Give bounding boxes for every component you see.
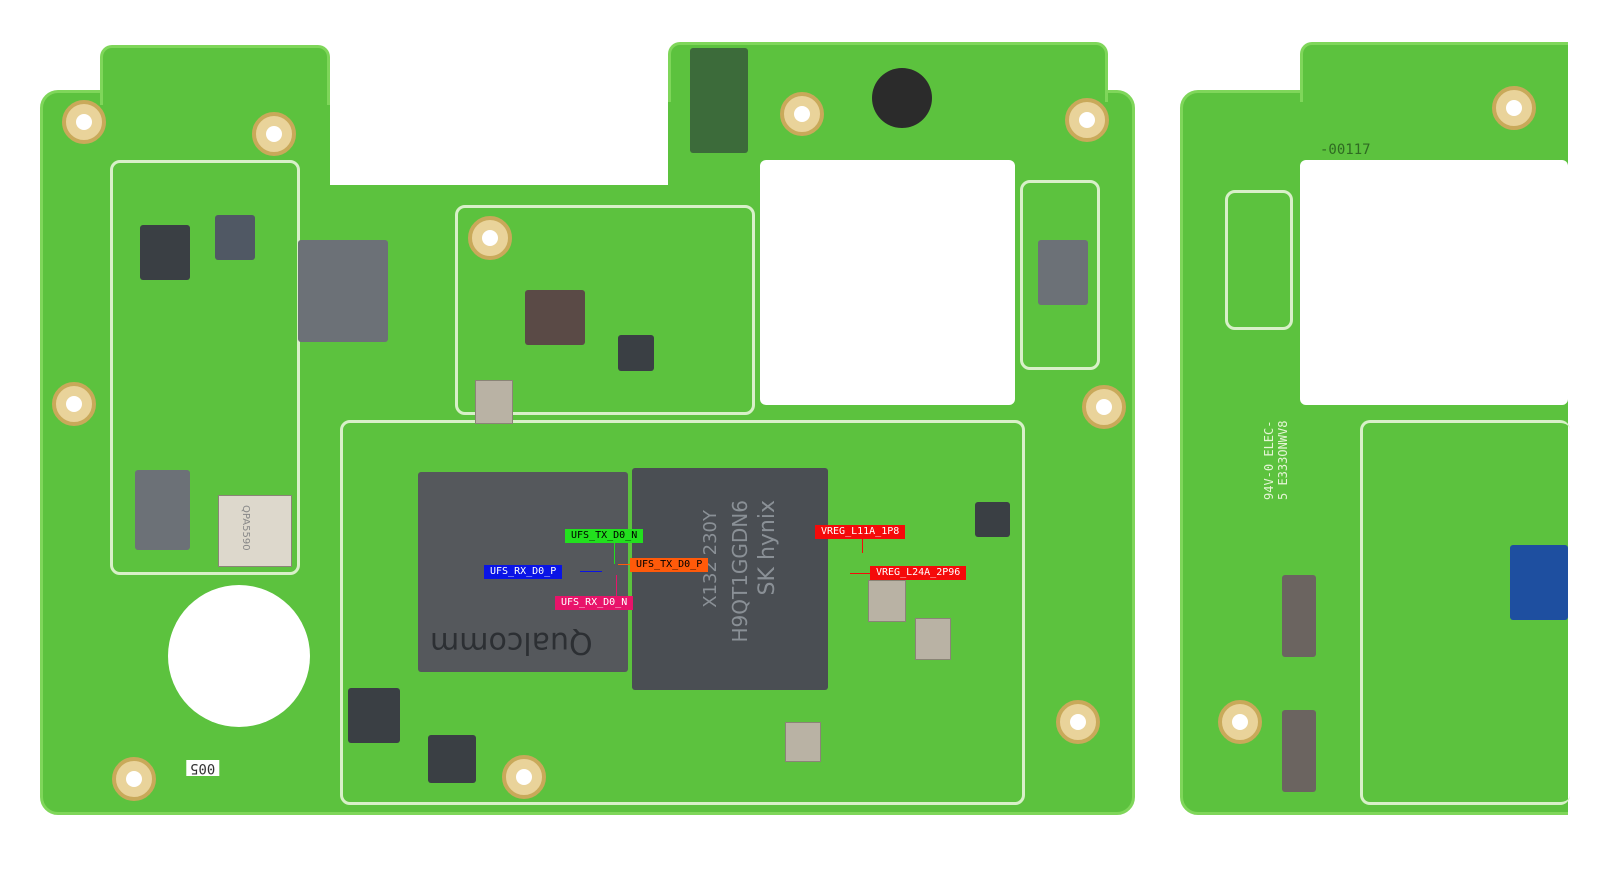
rating-marking: 94V-0 ELEC-5 E333ONWV8 bbox=[1262, 420, 1290, 500]
soc-marking: Qualcomm bbox=[430, 625, 593, 660]
screw-hole bbox=[252, 112, 296, 156]
shield-frame-right bbox=[1020, 180, 1100, 370]
label-vreg-l11a-1p8: VREG_L11A_1P8 bbox=[815, 525, 906, 539]
screw-hole bbox=[112, 757, 156, 801]
label-vreg-l24a-2p96: VREG_L24A_2P96 bbox=[870, 566, 967, 580]
chip bbox=[1510, 545, 1568, 620]
shield-frame-secondary-bottom bbox=[1360, 420, 1570, 805]
connector bbox=[1282, 710, 1316, 792]
camera-cutout-secondary bbox=[1300, 160, 1568, 405]
screw-hole bbox=[502, 755, 546, 799]
shield-frame-top bbox=[455, 205, 755, 415]
chip bbox=[618, 335, 654, 371]
inductor bbox=[915, 618, 951, 660]
camera-cutout bbox=[760, 160, 1015, 405]
chip bbox=[140, 225, 190, 280]
chip bbox=[215, 215, 255, 260]
screw-hole bbox=[52, 382, 96, 426]
shield-frame-center bbox=[340, 420, 1025, 805]
screw-hole bbox=[468, 216, 512, 260]
label-ufs-tx-d0-n: UFS_TX_D0_N bbox=[565, 529, 644, 543]
leader-line bbox=[580, 571, 602, 572]
label-ufs-rx-d0-n: UFS_RX_D0_N bbox=[555, 596, 634, 610]
screw-hole bbox=[62, 100, 106, 144]
pa-chip-marking: QPA5590 bbox=[240, 505, 251, 551]
screw-hole bbox=[1056, 700, 1100, 744]
chip bbox=[348, 688, 400, 743]
board-cutout-notch bbox=[330, 40, 668, 190]
screw-hole bbox=[1082, 385, 1126, 429]
memory-part: H9QT1GGDN6 bbox=[728, 500, 752, 643]
screw-hole bbox=[1218, 700, 1262, 744]
inductor bbox=[785, 722, 821, 762]
pad-id-marking: 005 bbox=[186, 760, 220, 776]
connector bbox=[1282, 575, 1316, 657]
vibration-motor bbox=[872, 68, 932, 128]
leader-line bbox=[850, 573, 870, 574]
shield-frame-secondary bbox=[1225, 190, 1293, 330]
chip-pmic bbox=[298, 240, 388, 342]
leader-line bbox=[614, 542, 615, 564]
screw-hole bbox=[780, 92, 824, 136]
chip bbox=[1038, 240, 1088, 305]
memory-chip bbox=[632, 468, 828, 690]
chip bbox=[975, 502, 1010, 537]
label-ufs-tx-d0-p: UFS_TX_D0_P bbox=[630, 558, 709, 572]
round-cutout bbox=[168, 585, 310, 727]
screw-hole bbox=[1492, 86, 1536, 130]
chip bbox=[525, 290, 585, 345]
right-margin bbox=[1568, 0, 1600, 880]
chip bbox=[428, 735, 476, 783]
leader-line bbox=[862, 538, 863, 553]
chip bbox=[135, 470, 190, 550]
secondary-board-top bbox=[1300, 42, 1600, 102]
mic-component bbox=[690, 48, 748, 153]
shield-frame-left bbox=[110, 160, 300, 575]
screw-hole bbox=[1065, 98, 1109, 142]
pa-chip bbox=[218, 495, 292, 567]
leader-line bbox=[618, 564, 630, 565]
leader-line bbox=[616, 575, 617, 596]
label-ufs-rx-d0-p: UFS_RX_D0_P bbox=[484, 565, 563, 579]
inductor bbox=[868, 580, 906, 622]
board-code: -00117 bbox=[1320, 142, 1371, 158]
memory-brand: SK hynix bbox=[755, 500, 780, 596]
inductor bbox=[475, 380, 513, 424]
main-board-top-left bbox=[100, 45, 330, 105]
